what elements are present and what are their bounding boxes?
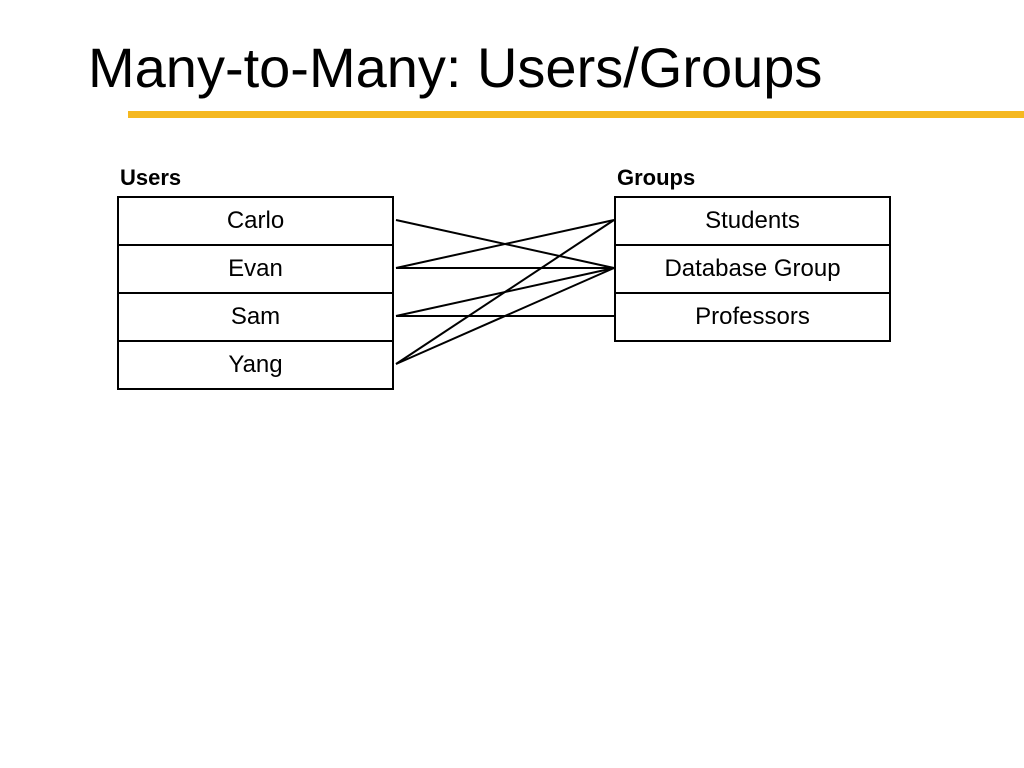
user-item-evan: Evan — [119, 246, 392, 294]
users-header: Users — [120, 165, 182, 190]
link-yang-students — [395, 219, 615, 365]
link-carlo-database-group — [395, 219, 615, 269]
user-item-sam: Sam — [119, 294, 392, 342]
group-item-students: Students — [616, 198, 889, 246]
users-list: Carlo Evan Sam Yang — [117, 196, 394, 390]
groups-header: Groups — [617, 165, 696, 190]
slide-title: Many-to-Many: Users/Groups — [88, 36, 823, 99]
group-item-professors: Professors — [695, 303, 810, 330]
link-sam-database-group — [395, 267, 615, 317]
link-yang-database-group — [395, 267, 615, 365]
title-rule — [128, 111, 1024, 118]
group-item-database-group: Database Group — [616, 246, 889, 294]
user-item-carlo: Carlo — [119, 198, 392, 246]
link-evan-students — [395, 219, 615, 269]
groups-list: Students Database Group Professors — [614, 196, 891, 342]
user-item-yang: Yang — [228, 351, 283, 378]
